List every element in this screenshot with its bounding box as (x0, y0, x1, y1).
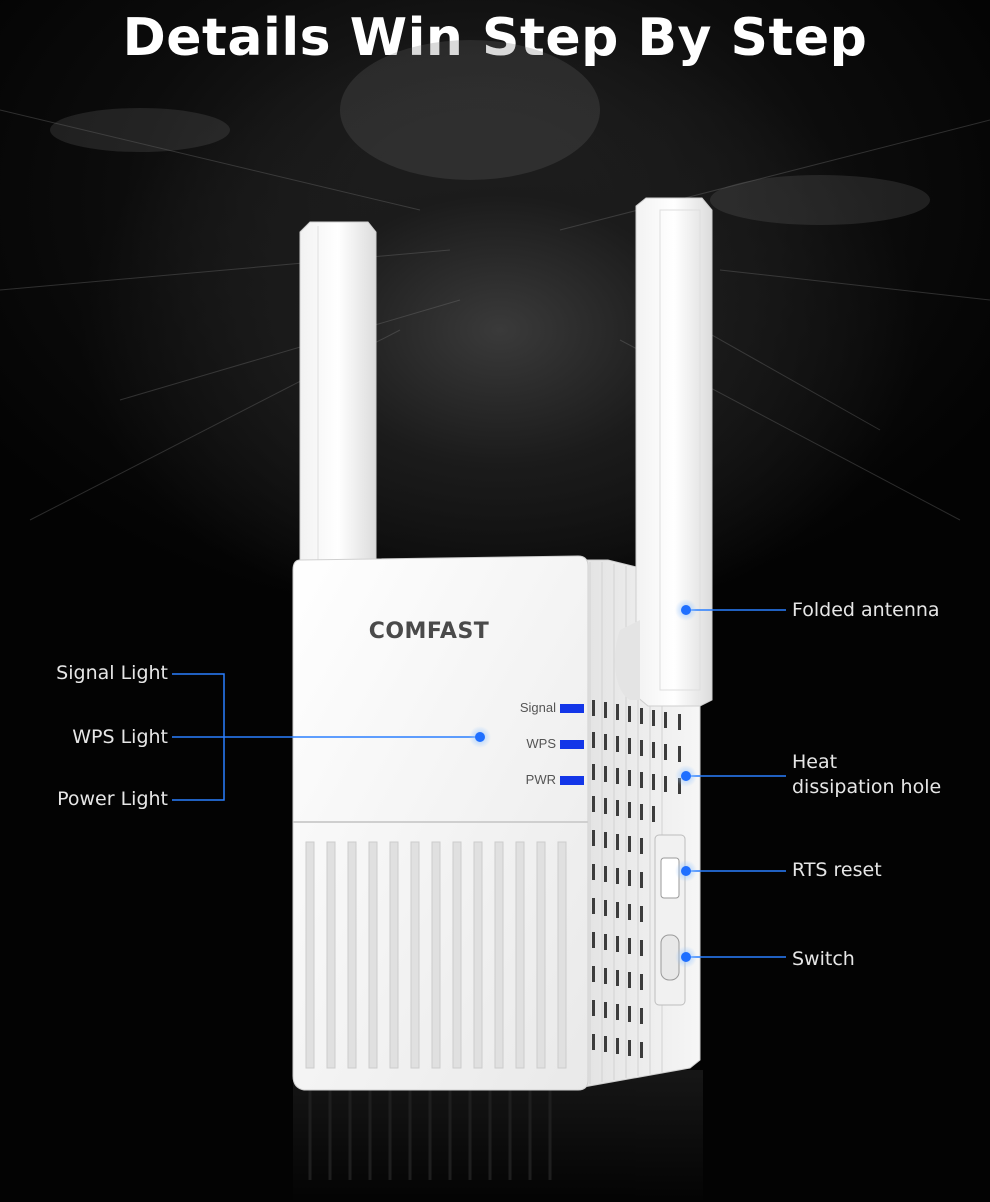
wps-reset-button (660, 857, 680, 899)
heat-holes (592, 700, 681, 1058)
wps-led (560, 740, 584, 749)
light-blobs (50, 40, 930, 225)
pwr-led (560, 776, 584, 785)
front-vents (305, 841, 567, 1069)
heat-dissipation-label-line2: dissipation hole (792, 776, 942, 798)
callout-lines (172, 609, 786, 958)
signal-led-label: Signal (519, 700, 556, 715)
page-title: Details Win Step By Step (122, 8, 868, 68)
signal-led (560, 704, 584, 713)
signal-light-label: Signal Light (56, 662, 168, 684)
right-antenna (614, 197, 713, 707)
rts-reset-label: RTS reset (792, 859, 882, 881)
power-light-label: Power Light (57, 788, 168, 810)
heat-dissipation-label-line1: Heat (792, 751, 838, 773)
wps-light-label: WPS Light (72, 726, 168, 748)
callout-dots (469, 599, 697, 968)
brand-logo: COMFAST (368, 619, 490, 644)
folded-antenna-label: Folded antenna (792, 599, 940, 621)
left-antenna (299, 221, 377, 561)
device-front (292, 555, 589, 1091)
device-reflection (293, 1070, 703, 1200)
wps-led-label: WPS (526, 736, 556, 751)
pwr-led-label: PWR (525, 772, 556, 787)
switch-label: Switch (792, 948, 855, 970)
